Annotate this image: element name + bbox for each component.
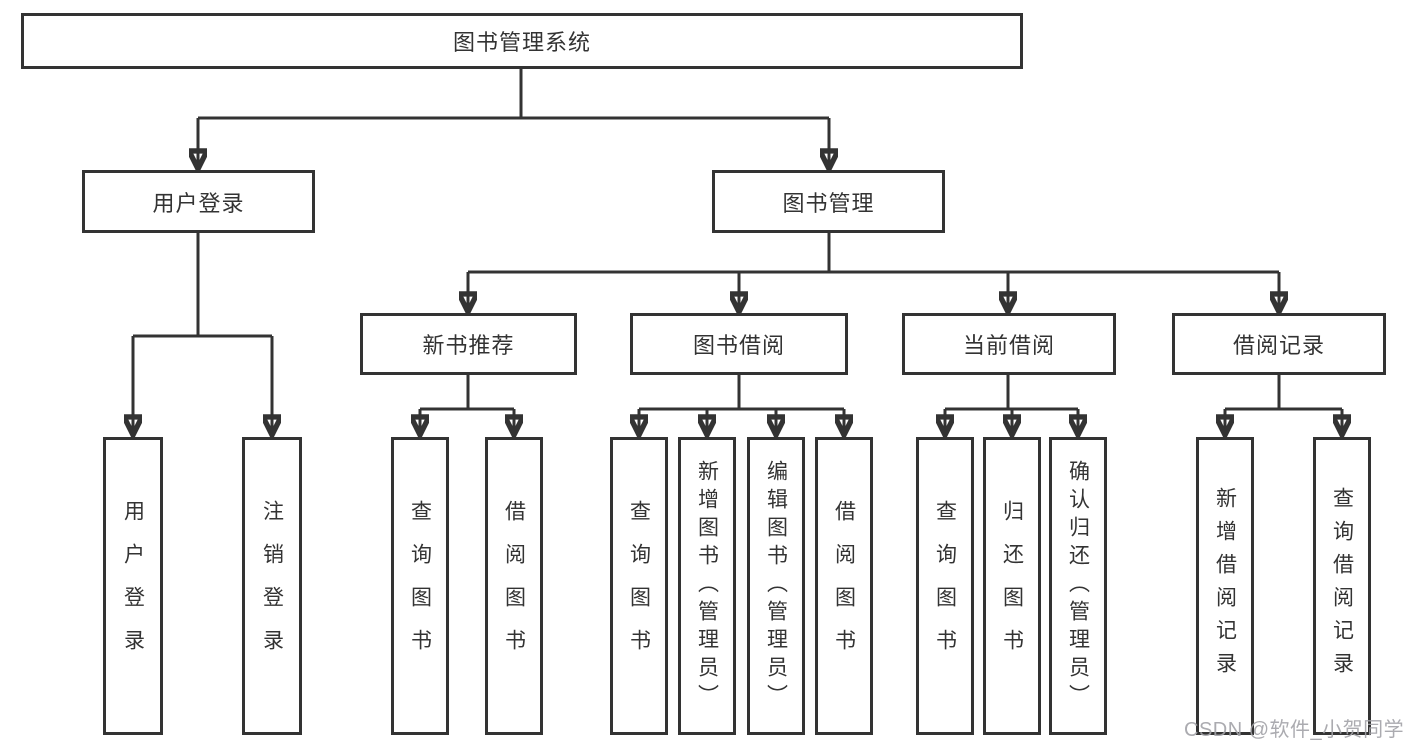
leaf-label: 查询借阅记录	[1330, 487, 1354, 685]
leaf-add-borrow-record: 新增借阅记录	[1196, 437, 1254, 735]
leaf-add-book-admin: 新增图书（管理员）	[678, 437, 736, 735]
node-current-borrowing: 当前借阅	[902, 313, 1116, 375]
leaf-label: 查询图书	[408, 500, 432, 672]
node-library-management-system: 图书管理系统	[21, 13, 1023, 69]
node-borrowing-records: 借阅记录	[1172, 313, 1386, 375]
leaf-query-borrow-record: 查询借阅记录	[1313, 437, 1371, 735]
node-book-borrowing: 图书借阅	[630, 313, 848, 375]
leaf-label: 新增图书（管理员）	[695, 460, 719, 712]
leaf-return-book: 归还图书	[983, 437, 1041, 735]
leaf-query-books-borrow: 查询图书	[610, 437, 668, 735]
leaf-borrow-books-recommend: 借阅图书	[485, 437, 543, 735]
csdn-watermark: CSDN @软件_小贺同学	[1184, 719, 1405, 741]
leaf-label: 查询图书	[933, 500, 957, 672]
leaf-label: 借阅图书	[832, 500, 856, 672]
leaf-confirm-return-admin: 确认归还（管理员）	[1049, 437, 1107, 735]
node-new-book-recommendation: 新书推荐	[360, 313, 577, 375]
leaf-borrow-books: 借阅图书	[815, 437, 873, 735]
leaf-user-login: 用户登录	[103, 437, 163, 735]
leaf-label: 查询图书	[627, 500, 651, 672]
leaf-query-books-recommend: 查询图书	[391, 437, 449, 735]
leaf-label: 注销登录	[260, 500, 284, 672]
leaf-edit-book-admin: 编辑图书（管理员）	[747, 437, 805, 735]
node-book-management: 图书管理	[712, 170, 945, 233]
node-user-login: 用户登录	[82, 170, 315, 233]
leaf-label: 编辑图书（管理员）	[764, 460, 788, 712]
leaf-query-books-current: 查询图书	[916, 437, 974, 735]
leaf-label: 借阅图书	[502, 500, 526, 672]
leaf-label: 归还图书	[1000, 500, 1024, 672]
leaf-label: 新增借阅记录	[1213, 487, 1237, 685]
leaf-logout: 注销登录	[242, 437, 302, 735]
leaf-label: 用户登录	[121, 500, 145, 672]
leaf-label: 确认归还（管理员）	[1066, 460, 1090, 712]
